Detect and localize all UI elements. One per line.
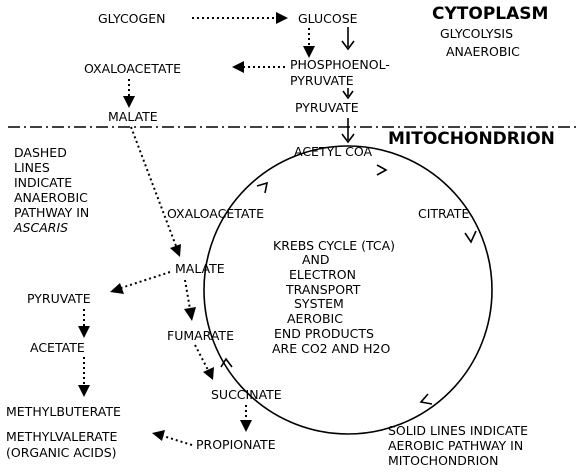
- arrowhead: [170, 244, 181, 257]
- cycle-arrowhead: [419, 393, 433, 405]
- anaerobic-arrows: [78, 12, 315, 446]
- arrowhead: [303, 46, 315, 58]
- organic-acids-label: (ORGANIC ACIDS): [6, 445, 117, 460]
- methylbuterate-label: METHYLBUTERATE: [6, 404, 121, 419]
- arrowhead: [341, 133, 355, 144]
- anaerobic-legend-note: DASHED LINES INDICATE ANAEROBIC PATHWAY …: [13, 145, 89, 235]
- krebs-cycle-description: KREBS CYCLE (TCA) AND ELECTRON TRANSPORT…: [272, 238, 395, 356]
- arrow-malate-mitochondrion: [130, 126, 177, 247]
- arrowhead: [203, 367, 214, 380]
- cycle-text-line: AEROBIC: [287, 311, 343, 326]
- acetate-label: ACETATE: [30, 340, 85, 355]
- cycle-text-line: ARE CO2 AND H2O: [272, 341, 390, 356]
- cycle-text-line: END PRODUCTS: [274, 326, 374, 341]
- arrowhead: [110, 283, 124, 294]
- aerobic-arrows: [220, 27, 477, 405]
- succinate-label: SUCCINATE: [211, 387, 282, 402]
- glycogen-label: GLYCOGEN: [98, 11, 165, 26]
- arrowhead: [276, 12, 288, 24]
- citrate-label: CITRATE: [418, 206, 469, 221]
- arrowhead: [184, 307, 196, 321]
- cycle-arrowhead: [256, 181, 269, 194]
- arrowhead: [78, 326, 90, 338]
- arrowhead: [240, 420, 252, 432]
- note-line: SOLID LINES INDICATE: [388, 423, 528, 438]
- note-line: MITOCHONDRION: [388, 453, 498, 468]
- cytoplasm-heading: CYTOPLASM: [432, 4, 548, 24]
- oxaloacetate-cycle-label: OXALOACETATE: [167, 206, 264, 221]
- cycle-text-line: SYSTEM: [294, 296, 344, 311]
- arrow-fumarate-succinate: [194, 344, 209, 371]
- arrowhead: [342, 90, 354, 100]
- anaerobic-label: ANAEROBIC: [446, 44, 520, 59]
- cycle-text-line: KREBS CYCLE (TCA): [273, 238, 395, 253]
- glucose-label: GLUCOSE: [298, 11, 358, 26]
- arrow-malate-fumarate: [184, 279, 191, 310]
- pyruvate-mitochondrion-label: PYRUVATE: [27, 291, 91, 306]
- malate-mitochondrion-label: MALATE: [175, 261, 225, 276]
- cycle-arrowhead: [464, 230, 477, 244]
- note-line: ANAEROBIC: [14, 190, 88, 205]
- arrowhead: [152, 430, 165, 441]
- arrowhead: [232, 61, 244, 73]
- glycolysis-label: GLYCOLYSIS: [440, 26, 513, 41]
- propionate-label: PROPIONATE: [196, 437, 276, 452]
- pyruvate-cytoplasm-label: PYRUVATE: [295, 100, 359, 115]
- cycle-arrowhead: [376, 164, 388, 176]
- cycle-text-line: ELECTRON: [289, 267, 356, 282]
- phosphoenolpyruvate-label-line2: PYRUVATE: [290, 73, 354, 88]
- note-line: LINES: [14, 160, 50, 175]
- oxaloacetate-cytoplasm-label: OXALOACETATE: [84, 61, 181, 76]
- arrow-propionate-methylvalerate: [162, 435, 193, 446]
- cycle-text-line: AND: [302, 252, 330, 267]
- cycle-text-line: TRANSPORT: [285, 282, 361, 297]
- fumarate-label: FUMARATE: [167, 328, 234, 343]
- arrowhead: [341, 40, 355, 51]
- aerobic-legend-note: SOLID LINES INDICATE AEROBIC PATHWAY IN …: [388, 423, 528, 468]
- cycle-arrowhead: [220, 357, 233, 368]
- arrow-malate-pyruvate: [120, 271, 171, 289]
- note-line: INDICATE: [14, 175, 72, 190]
- phosphoenolpyruvate-label-line1: PHOSPHOENOL-: [290, 57, 390, 72]
- note-line: AEROBIC PATHWAY IN: [388, 438, 523, 453]
- arrowhead: [123, 96, 135, 108]
- note-line: DASHED: [14, 145, 67, 160]
- mitochondrion-heading: MITOCHONDRION: [388, 129, 555, 149]
- note-line: ASCARIS: [13, 220, 68, 235]
- arrowhead: [78, 385, 90, 397]
- acetyl-coa-label: ACETYL COA: [294, 144, 373, 159]
- krebs-cycle-circle: [203, 145, 493, 435]
- methylvalerate-label: METHYLVALERATE: [6, 429, 118, 444]
- malate-cytoplasm-label: MALATE: [108, 109, 158, 124]
- note-line: PATHWAY IN: [14, 205, 89, 220]
